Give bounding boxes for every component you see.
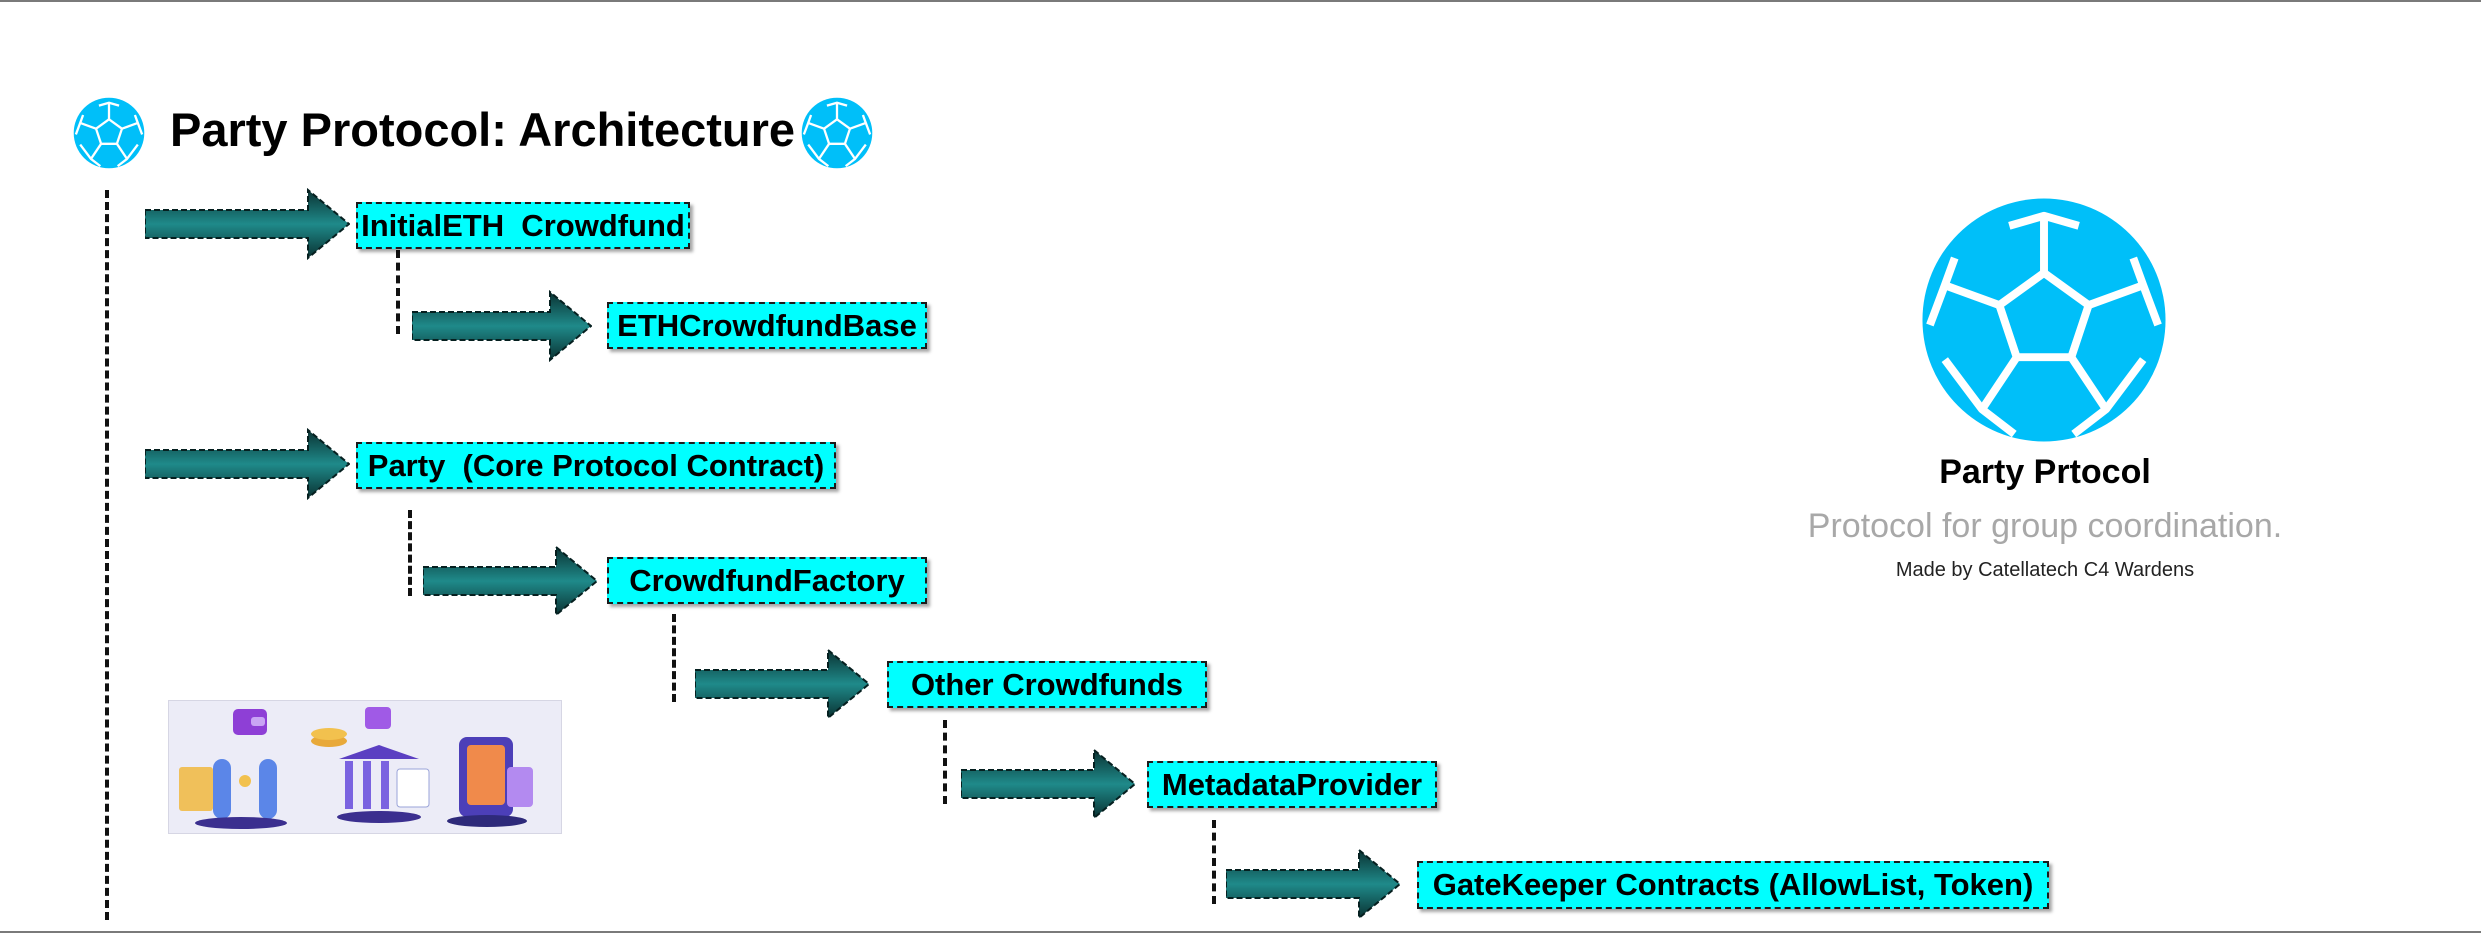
node-party-core: Party (Core Protocol Contract) — [356, 442, 836, 489]
party-ball-icon — [801, 97, 873, 169]
node-metadata-provider: MetadataProvider — [1147, 761, 1437, 808]
connector — [396, 250, 400, 334]
main-trunk-connector — [105, 190, 109, 920]
top-rule — [0, 0, 2481, 2]
connector — [1212, 820, 1216, 904]
connector — [408, 510, 412, 596]
arrow-right-icon — [1226, 848, 1401, 920]
party-ball-icon — [73, 97, 145, 169]
brand-credit: Made by Catellatech C4 Wardens — [1895, 559, 2195, 581]
bottom-rule — [0, 931, 2481, 933]
arrow-right-icon — [423, 545, 598, 617]
party-protocol-logo-icon — [1920, 196, 2168, 444]
arrow-right-icon — [145, 188, 350, 260]
node-gatekeeper-contracts: GateKeeper Contracts (AllowList, Token) — [1417, 861, 2049, 909]
connector — [943, 720, 947, 804]
diagram-title: Party Protocol: Architecture — [170, 103, 796, 156]
node-initial-eth-crowdfund: InitialETH Crowdfund — [356, 202, 690, 249]
node-crowdfund-factory: CrowdfundFactory — [607, 557, 927, 604]
arrow-right-icon — [695, 648, 870, 720]
node-other-crowdfunds: Other Crowdfunds — [887, 661, 1207, 708]
brand-name: Party Prtocol — [1939, 453, 2151, 491]
connector — [672, 614, 676, 702]
arrow-right-icon — [145, 428, 350, 500]
arrow-right-icon — [412, 290, 592, 362]
arrow-right-icon — [961, 748, 1136, 820]
node-eth-crowdfund-base: ETHCrowdfundBase — [607, 302, 927, 349]
finance-illustration — [168, 700, 562, 834]
brand-tagline: Protocol for group coordination. — [1807, 507, 2283, 545]
